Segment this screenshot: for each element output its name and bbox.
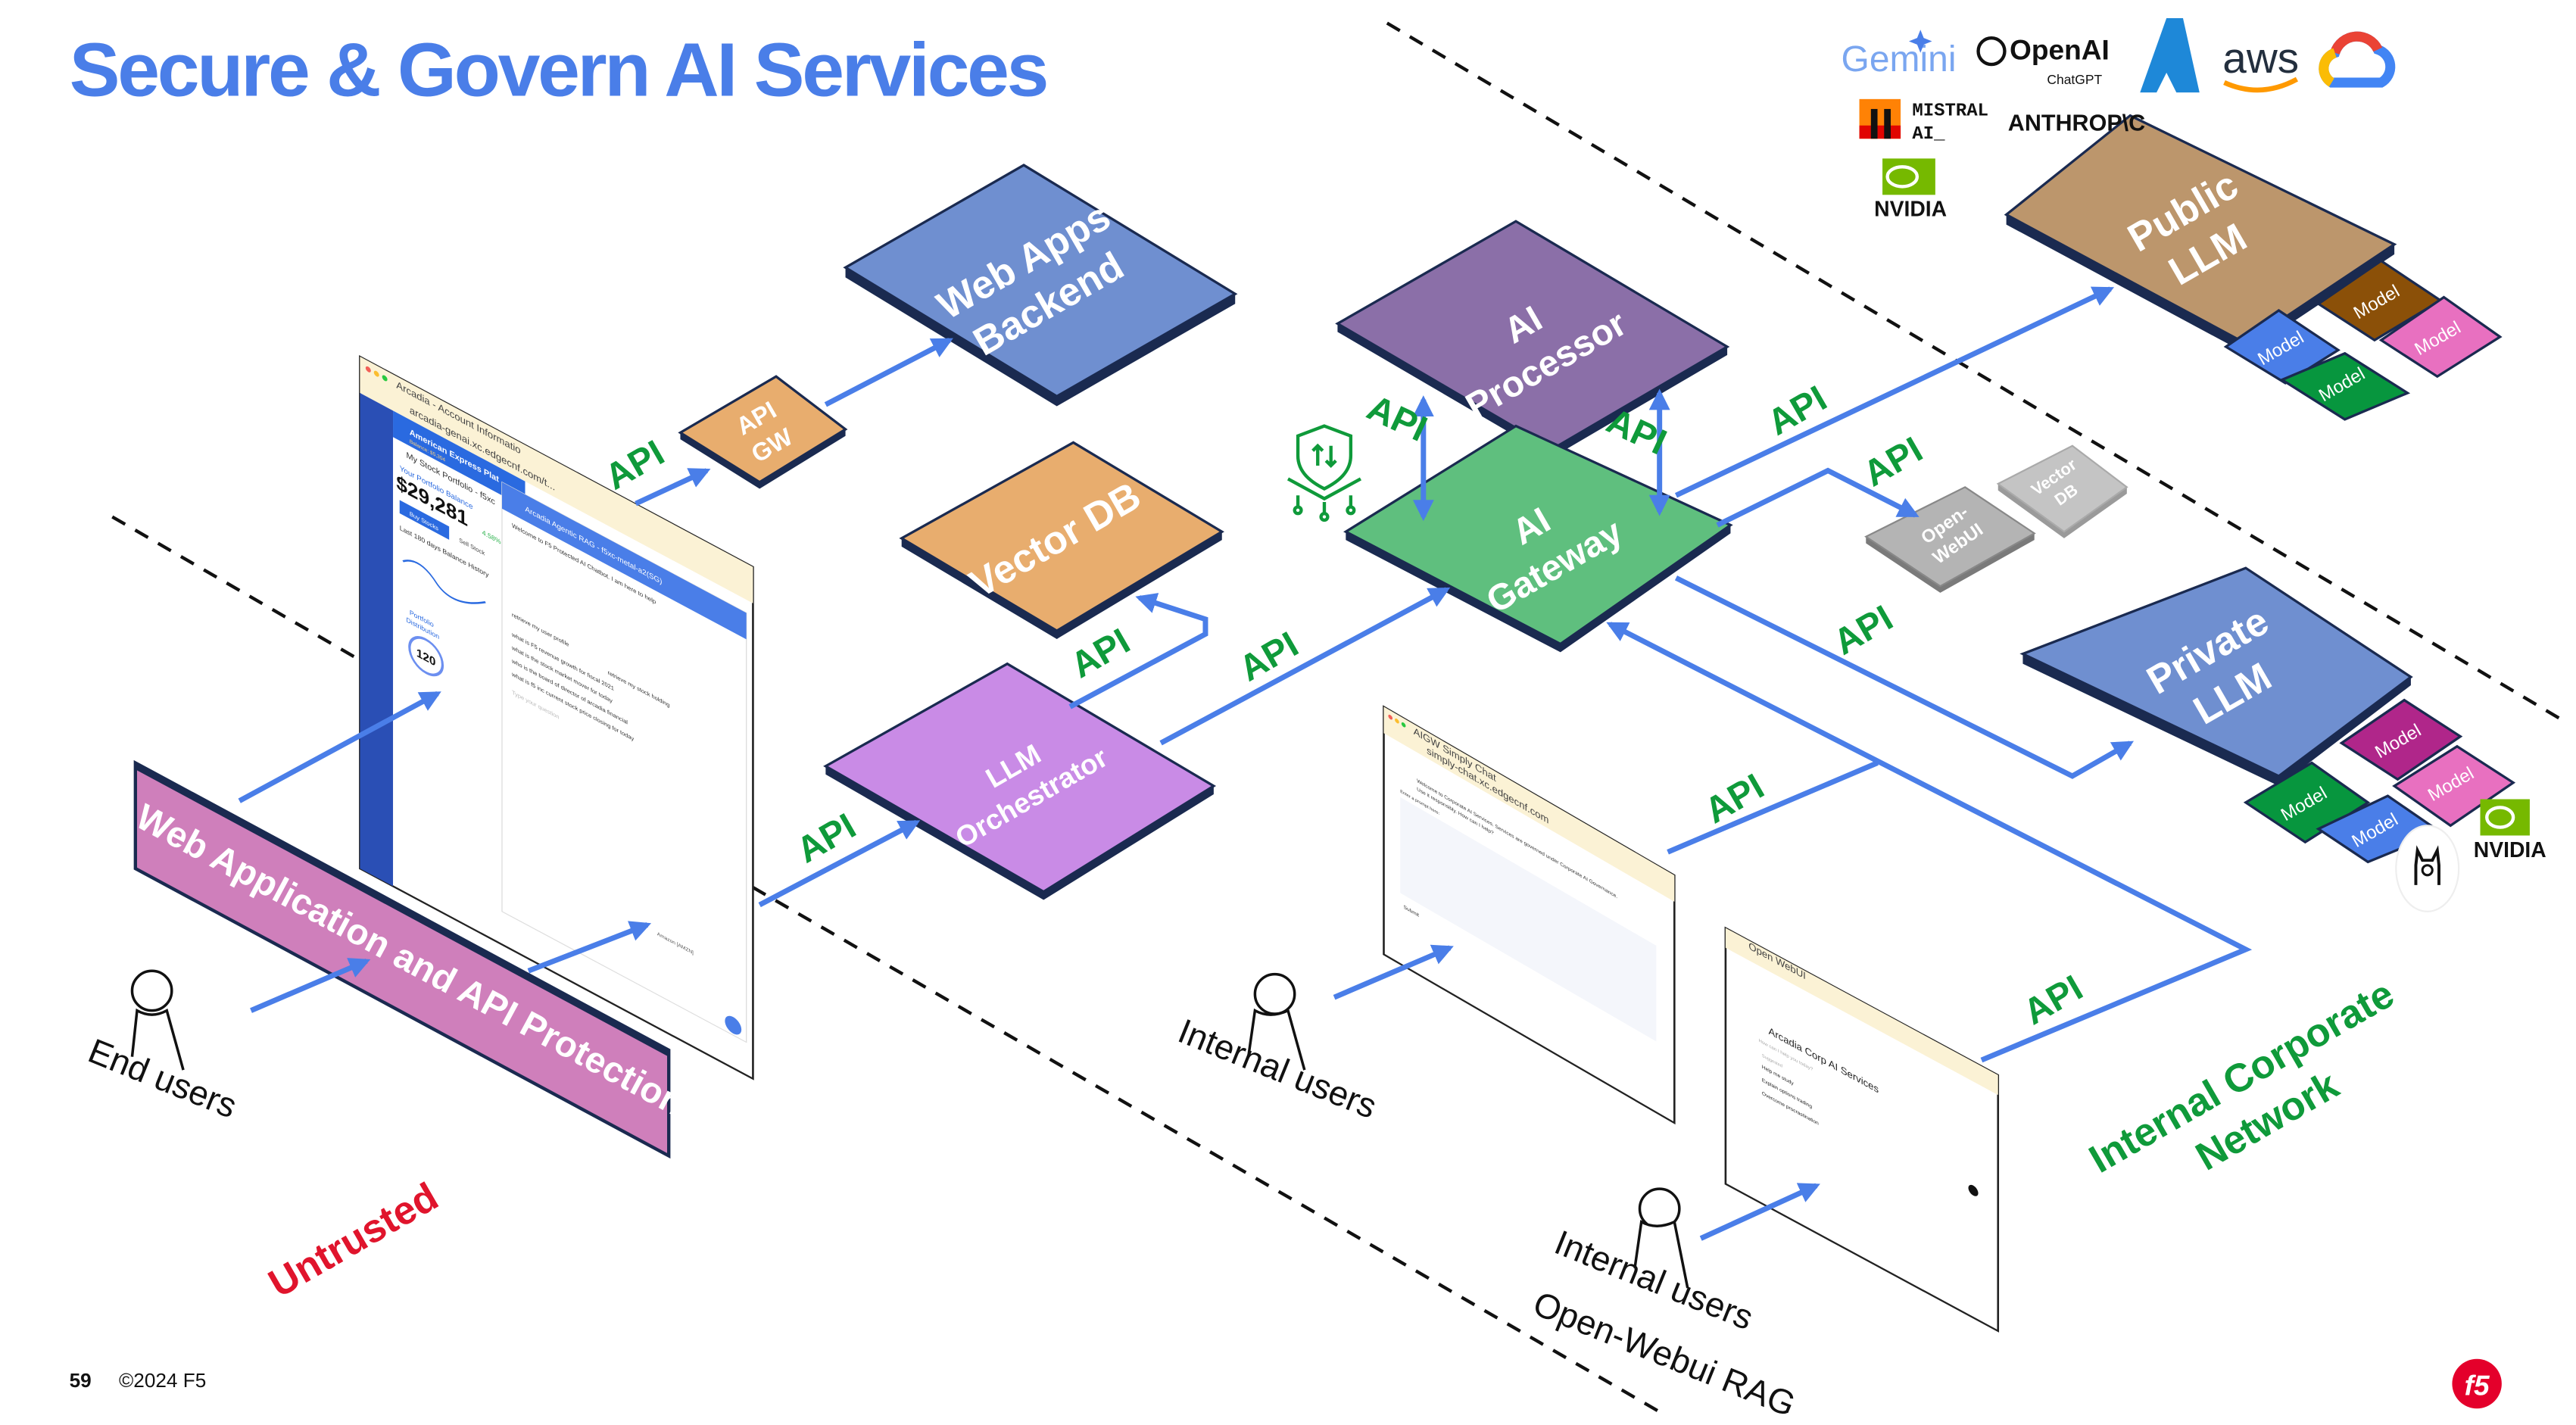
trust-boundary-upper bbox=[1386, 21, 2569, 725]
model-box[interactable]: Model bbox=[2316, 259, 2443, 342]
svg-text:API: API bbox=[599, 433, 672, 498]
svg-text:f5: f5 bbox=[2465, 1370, 2490, 1402]
web-apps-backend-node[interactable]: Web Apps Backend bbox=[843, 164, 1238, 407]
person-icon bbox=[130, 969, 185, 1071]
vector-db-small-node[interactable]: Vector DB bbox=[1996, 444, 2128, 538]
person-icon bbox=[1633, 1187, 1689, 1289]
model-box[interactable]: Model bbox=[2378, 295, 2503, 379]
anthropic-logo: ANTHROP\C bbox=[2008, 110, 2145, 136]
google-cloud-logo bbox=[2319, 31, 2396, 88]
page-number: 59 bbox=[70, 1369, 92, 1392]
f5-logo: f5 bbox=[2452, 1358, 2502, 1409]
model-box[interactable]: Model bbox=[2392, 744, 2516, 828]
svg-text:AI_: AI_ bbox=[1912, 124, 1945, 145]
aws-logo: aws bbox=[2222, 35, 2299, 83]
svg-text:API: API bbox=[1827, 598, 1900, 663]
svg-text:NVIDIA: NVIDIA bbox=[2474, 838, 2546, 862]
private-llm-node[interactable]: Private LLM bbox=[2019, 566, 2413, 787]
api-gw-node[interactable]: API GW bbox=[678, 375, 848, 489]
prompt-textarea[interactable] bbox=[1400, 797, 1657, 1042]
end-users: End users bbox=[83, 969, 242, 1126]
provider-logos: Gemini OpenAI ChatGPT aws MISTRAL AI_ AN… bbox=[1842, 17, 2396, 222]
send-button[interactable] bbox=[1968, 1183, 1979, 1198]
gemini-spark-icon bbox=[1908, 30, 1932, 53]
buy-stocks-button[interactable] bbox=[399, 500, 450, 540]
gemini-logo: Gemini bbox=[1842, 39, 1957, 80]
public-models: Model Model Model Model bbox=[2223, 259, 2503, 421]
svg-text:API: API bbox=[2017, 968, 2090, 1033]
ai-gateway-node[interactable]: AI Gateway bbox=[1343, 424, 1733, 653]
model-box[interactable]: Model bbox=[2339, 698, 2463, 781]
llama-icon bbox=[2395, 825, 2460, 912]
svg-text:NVIDIA: NVIDIA bbox=[1874, 198, 1947, 222]
chat-panel: Arcadia Agentic RAG - f5xc-metal-a2(SG) … bbox=[501, 481, 747, 1043]
model-box[interactable]: Model bbox=[2316, 794, 2443, 864]
llm-orchestrator-node[interactable]: LLM Orchestrator bbox=[823, 662, 1217, 900]
chatgpt-sublabel: ChatGPT bbox=[2047, 72, 2102, 87]
svg-text:API: API bbox=[1857, 429, 1929, 494]
portfolio-donut bbox=[408, 636, 444, 677]
untrusted-zone-label: Untrusted bbox=[261, 1174, 445, 1306]
azure-logo bbox=[2140, 17, 2200, 93]
nvidia-logo: NVIDIA bbox=[1874, 158, 1947, 222]
private-models: Model Model Model Model bbox=[2243, 698, 2516, 864]
shield-chip-icon bbox=[1286, 424, 1361, 522]
svg-text:API: API bbox=[1233, 625, 1305, 690]
model-box[interactable]: Model bbox=[2279, 351, 2411, 421]
page-title: Secure & Govern AI Services bbox=[70, 27, 1047, 112]
browser-window-open-webui[interactable]: Open WebUI Arcadia Corp AI Services How … bbox=[1724, 926, 2000, 1333]
internal-users: Internal users bbox=[1173, 972, 1382, 1126]
person-icon bbox=[1246, 972, 1306, 1071]
mistral-logo: MISTRAL AI_ bbox=[1859, 98, 1988, 145]
svg-text:API: API bbox=[790, 806, 862, 872]
svg-text:API: API bbox=[1761, 379, 1834, 444]
internal-users-rag: Internal users Open-Webui RAG bbox=[1528, 1187, 1801, 1424]
vector-db-node[interactable]: Vector DB bbox=[899, 441, 1224, 639]
aws-smile-icon bbox=[2223, 76, 2299, 93]
svg-text:MISTRAL: MISTRAL bbox=[1912, 101, 1988, 122]
svg-text:API: API bbox=[1698, 766, 1771, 831]
ai-processor-node[interactable]: AI Processor bbox=[1335, 220, 1730, 458]
flow-arrows bbox=[238, 286, 2253, 1241]
openai-logo: OpenAI bbox=[2010, 34, 2110, 66]
browser-window-simply-chat[interactable]: AIGW Simply Chat simply-chat.xc.edgecnf.… bbox=[1383, 705, 1676, 1125]
public-llm-node[interactable]: Public LLM bbox=[2004, 114, 2397, 354]
chat-toggle-button[interactable] bbox=[725, 1012, 742, 1037]
copyright: ©2024 F5 bbox=[119, 1369, 206, 1392]
balance-history-line bbox=[402, 560, 486, 604]
open-webui-node[interactable]: Open- WebUI bbox=[1864, 486, 2036, 593]
openai-icon bbox=[1976, 36, 2007, 67]
model-box[interactable]: Model bbox=[2243, 761, 2371, 844]
browser-window-arcadia[interactable]: Arcadia - Account Informatio arcadia-gen… bbox=[359, 355, 754, 1080]
nvidia-logo-private: NVIDIA bbox=[2474, 799, 2546, 862]
corporate-zone-label: Internal Corporate Network bbox=[2082, 972, 2402, 1182]
